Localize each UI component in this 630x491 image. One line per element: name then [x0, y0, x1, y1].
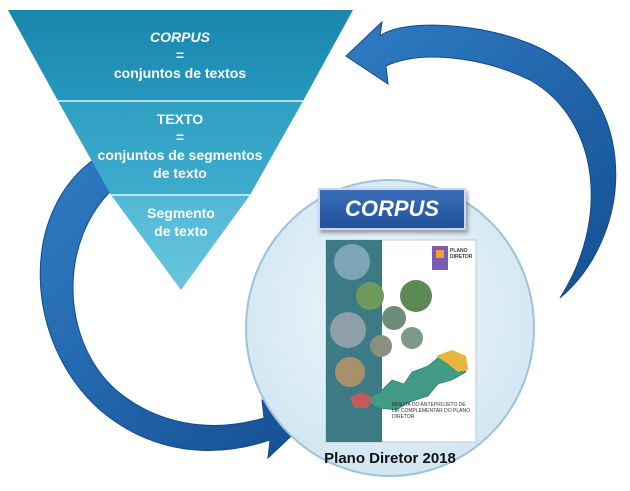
- left-cycle-arrow: [39, 157, 305, 460]
- document-caption: Plano Diretor 2018: [324, 450, 456, 467]
- bottom-tier-line1: Segmento: [147, 205, 215, 221]
- top-tier-line2: =: [175, 47, 185, 63]
- pyramid-tier-top: [8, 10, 353, 101]
- cover-photo-3: [400, 280, 432, 312]
- top-tier-text: CORPUS = conjuntos de textos: [60, 28, 300, 82]
- cover-logo-accent: [436, 250, 444, 258]
- middle-tier-line4: de texto: [153, 165, 207, 181]
- cover-photo-6: [370, 335, 392, 357]
- cover-photo-5: [382, 306, 406, 330]
- top-tier-line3: conjuntos de textos: [113, 65, 247, 81]
- cover-map-west: [350, 392, 372, 408]
- middle-tier-line1: TEXTO: [156, 111, 204, 127]
- cover-logo-text: PLANO DIRETOR: [450, 248, 473, 260]
- corpus-title-box: CORPUS: [318, 188, 466, 230]
- cover-photo-1: [334, 244, 370, 280]
- cover-photo-2: [356, 282, 384, 310]
- middle-tier-line3: conjuntos de segmentos: [97, 147, 263, 163]
- pyramid-tier-bottom: [111, 195, 250, 290]
- cover-photo-7: [401, 327, 423, 349]
- bottom-tier-text: Segmento de texto: [120, 204, 242, 240]
- cover-photo-8: [335, 357, 365, 387]
- pyramid-tier-middle: [58, 101, 303, 195]
- right-cycle-arrow: [345, 20, 617, 299]
- bottom-tier-line2: de texto: [154, 223, 208, 239]
- cover-photo-4: [330, 312, 366, 348]
- middle-tier-line2: =: [175, 129, 185, 145]
- middle-tier-text: TEXTO = conjuntos de segmentos de texto: [60, 110, 300, 182]
- top-tier-line1: CORPUS: [150, 29, 210, 45]
- cover-document-title: MINUTA DO ANTEPROJETO DE LEI COMPLEMENTA…: [392, 402, 470, 420]
- cover-map-east: [436, 350, 468, 372]
